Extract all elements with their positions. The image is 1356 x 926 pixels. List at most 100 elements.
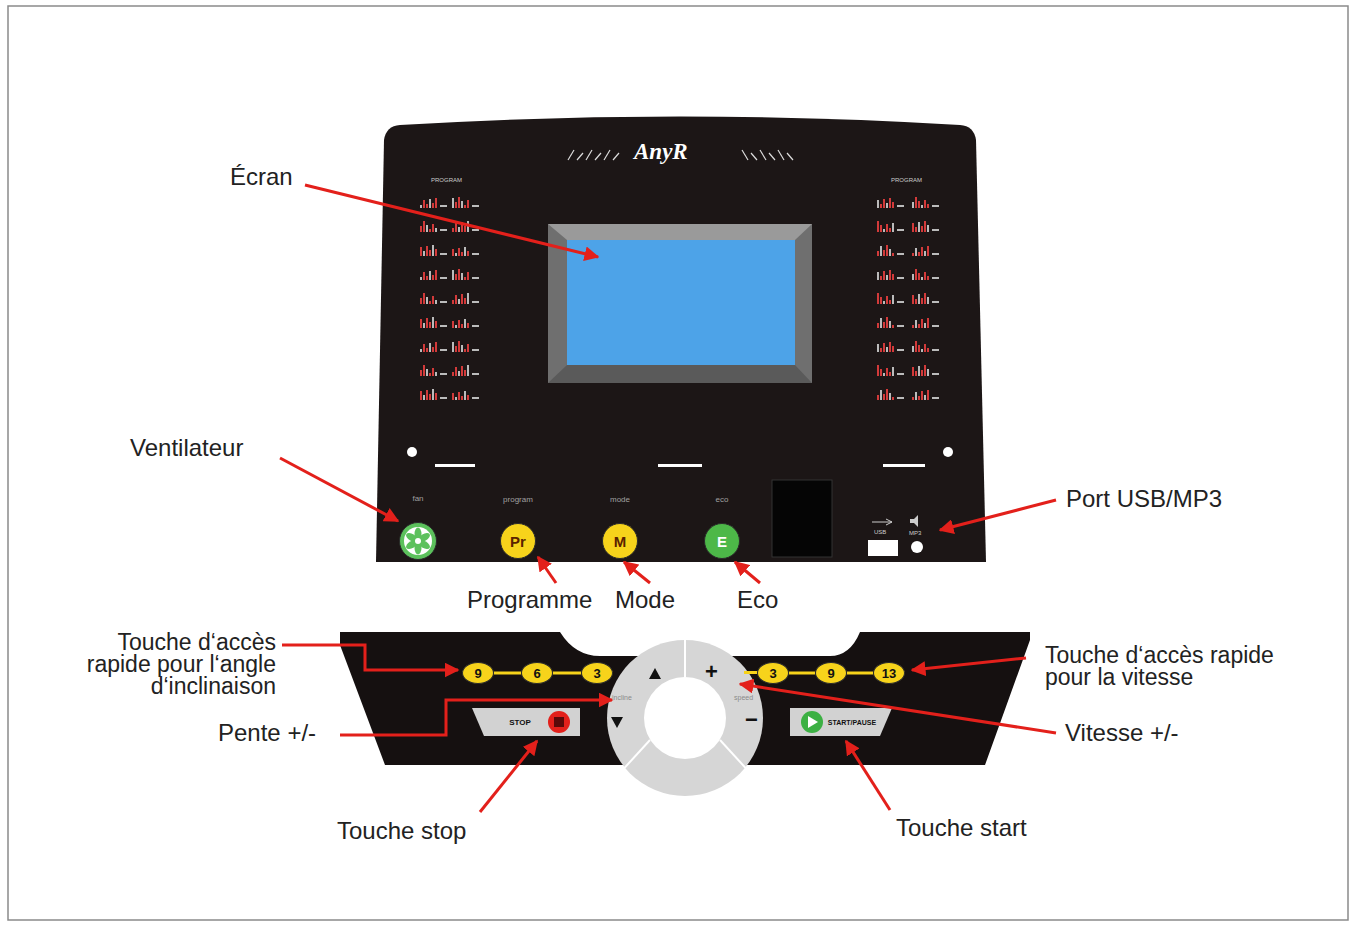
program-icon-bar	[892, 346, 894, 352]
speaker-icon	[910, 515, 918, 527]
program-icon-bar	[420, 319, 422, 328]
program-icon-bar	[467, 293, 469, 304]
incline-quick-key: 3	[581, 662, 613, 684]
panel-caption: PROGRAM	[891, 177, 922, 183]
program-icon-bar	[880, 297, 882, 304]
program-icon-bar	[458, 269, 460, 280]
program-icon-bar	[458, 371, 460, 376]
drawing-part	[282, 645, 458, 670]
incline-quick-key: 9	[462, 662, 494, 684]
program-icon-bar	[461, 345, 463, 352]
program-icon-bar	[455, 202, 457, 208]
program-icon-tag	[897, 397, 904, 399]
program-icon-bar	[915, 341, 917, 352]
drawing-part	[280, 458, 398, 521]
program-icon-bar	[924, 323, 926, 328]
program-icon-bar	[924, 221, 926, 232]
program-icon-bar	[918, 366, 920, 376]
program-icon-bar	[420, 370, 422, 376]
program-icon-bar	[426, 369, 428, 376]
program-icon-bar	[435, 300, 437, 304]
program-icon-bar	[420, 226, 422, 232]
drawing-part	[735, 562, 760, 583]
program-icon-bar	[426, 204, 428, 208]
program-icon-bar	[467, 251, 469, 256]
button-text: 13	[882, 666, 896, 681]
program-icon-bar	[429, 271, 431, 280]
logo-wing	[595, 153, 601, 160]
program-icon-bar	[429, 322, 431, 328]
program-icon-bar	[467, 272, 469, 280]
program-icon-bar	[927, 204, 929, 208]
program-icon-bar	[426, 318, 428, 328]
program-icon-bar	[464, 226, 466, 232]
program-icon-bar	[892, 325, 894, 328]
program-icon-bar	[458, 392, 460, 400]
program-icon-bar	[452, 372, 454, 376]
program-icon-bar	[880, 204, 882, 208]
program-icon-bar	[452, 393, 454, 400]
dot	[943, 447, 953, 457]
program-icon-bar	[877, 323, 879, 328]
dash	[658, 464, 702, 467]
callout-label: Touche d‘accès rapide pour l‘angle d‘inc…	[62, 632, 276, 698]
upper-console	[376, 117, 986, 563]
program-icon-bar	[461, 201, 463, 208]
program-icon-tag	[472, 373, 479, 375]
program-icon-bar	[886, 203, 888, 208]
program-icon-bar	[880, 276, 882, 280]
program-icon-bar	[458, 299, 460, 304]
program-icon-bar	[432, 224, 434, 232]
logo-wing	[760, 150, 766, 160]
dial	[607, 640, 763, 796]
audio-jack	[911, 541, 923, 553]
stop-key: STOP	[507, 715, 533, 729]
dial-symbol: +	[705, 661, 718, 683]
program-icon-tag	[440, 277, 447, 279]
program-icon-bar	[455, 253, 457, 256]
program-icon-bar	[464, 391, 466, 400]
program-icon-bar	[886, 275, 888, 280]
program-icon-bar	[432, 275, 434, 280]
program-icon-bar	[880, 318, 882, 328]
program-icon-tag	[440, 229, 447, 231]
program-icon-bar	[877, 251, 879, 256]
logo-wing	[604, 150, 610, 160]
program-icon-bar	[452, 228, 454, 232]
button-caption: eco	[716, 495, 729, 504]
program-icon-bar	[432, 368, 434, 376]
program-icon-bar	[452, 270, 454, 280]
program-icon-bar	[452, 342, 454, 352]
dial-center	[644, 677, 726, 759]
mode-button: modeM	[602, 523, 638, 559]
program-icon-bar	[918, 273, 920, 280]
program-icon-bar	[883, 199, 885, 208]
logo-wing	[742, 150, 748, 160]
callout-label: Pente +/-	[218, 721, 316, 745]
program-icon-tag	[440, 205, 447, 207]
program-icon-bar	[461, 366, 463, 376]
program-icon-bar	[432, 296, 434, 304]
program-icon-bar	[461, 294, 463, 304]
program-icon-tag	[472, 397, 479, 399]
screen-bezel	[548, 224, 812, 383]
program-button: programPr	[500, 523, 536, 559]
program-icon-bar	[883, 394, 885, 400]
program-icon-bar	[432, 389, 434, 400]
drawing-part	[846, 741, 890, 810]
start-key: START/PAUSE	[826, 715, 879, 729]
program-icon-tag	[440, 397, 447, 399]
program-icon-bar	[912, 253, 914, 256]
program-icon-tag	[897, 205, 904, 207]
program-icon-bar	[924, 293, 926, 304]
program-icon-tag	[472, 277, 479, 279]
logo-wing	[787, 153, 793, 160]
program-icon-bar	[883, 250, 885, 256]
program-icon-bar	[921, 349, 923, 352]
program-icon-bar	[461, 396, 463, 400]
program-icon-bar	[877, 221, 879, 232]
fan-icon	[404, 527, 432, 555]
program-icon-bar	[924, 395, 926, 400]
program-icon-bar	[912, 397, 914, 400]
program-icon-bar	[889, 300, 891, 304]
